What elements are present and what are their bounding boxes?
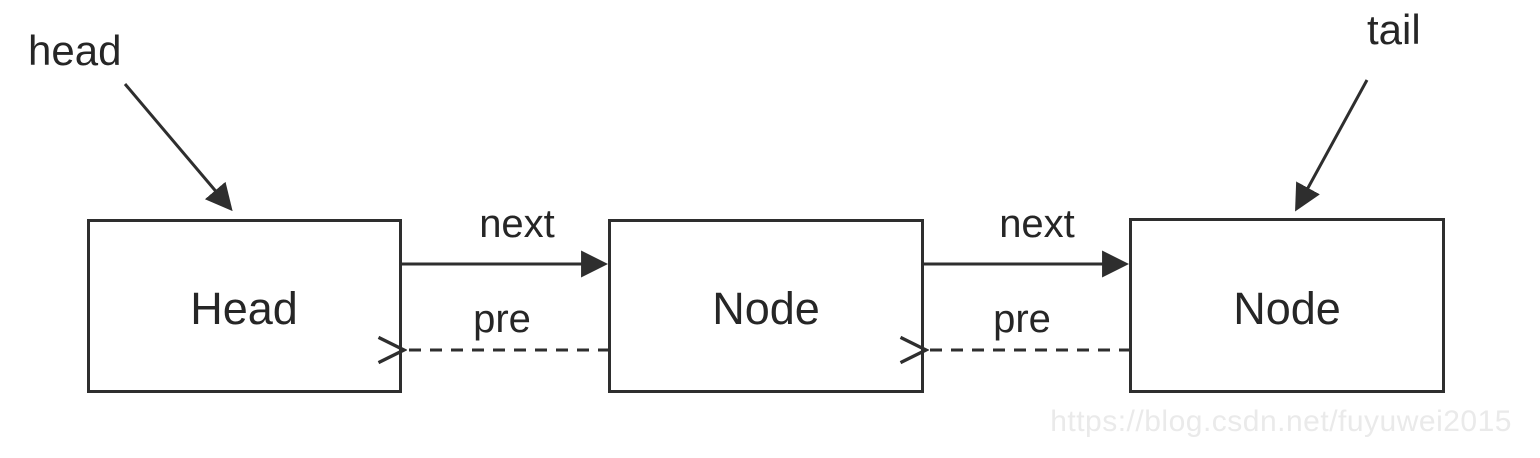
head-pointer-arrow <box>123 83 233 212</box>
head-pointer: head <box>28 27 233 212</box>
edge-next-1: next <box>402 202 609 278</box>
edge-next-2: next <box>923 202 1130 278</box>
head-pointer-label: head <box>28 27 121 74</box>
tail-pointer-arrow <box>1295 79 1369 212</box>
node-label-head: Head <box>190 283 298 334</box>
next-label-2: next <box>999 202 1075 246</box>
tail-pointer: tail <box>1295 6 1421 212</box>
next-label-1: next <box>479 202 555 246</box>
node-tail: Node <box>1129 218 1445 393</box>
pre-label-1: pre <box>473 297 531 341</box>
node-box-tail <box>1129 218 1445 393</box>
node-head: Head <box>87 219 402 393</box>
edge-pre-1: pre <box>404 297 610 350</box>
node-label-tail: Node <box>1233 283 1341 334</box>
node-box-head <box>87 219 402 393</box>
node-label-middle: Node <box>712 283 820 334</box>
watermark-text: https://blog.csdn.net/fuyuwei2015 <box>1050 405 1512 438</box>
pre-label-2: pre <box>993 297 1051 341</box>
node-middle: Node <box>608 219 924 393</box>
node-box-middle <box>608 219 924 393</box>
tail-pointer-label: tail <box>1367 6 1421 53</box>
edge-pre-2: pre <box>926 297 1131 350</box>
